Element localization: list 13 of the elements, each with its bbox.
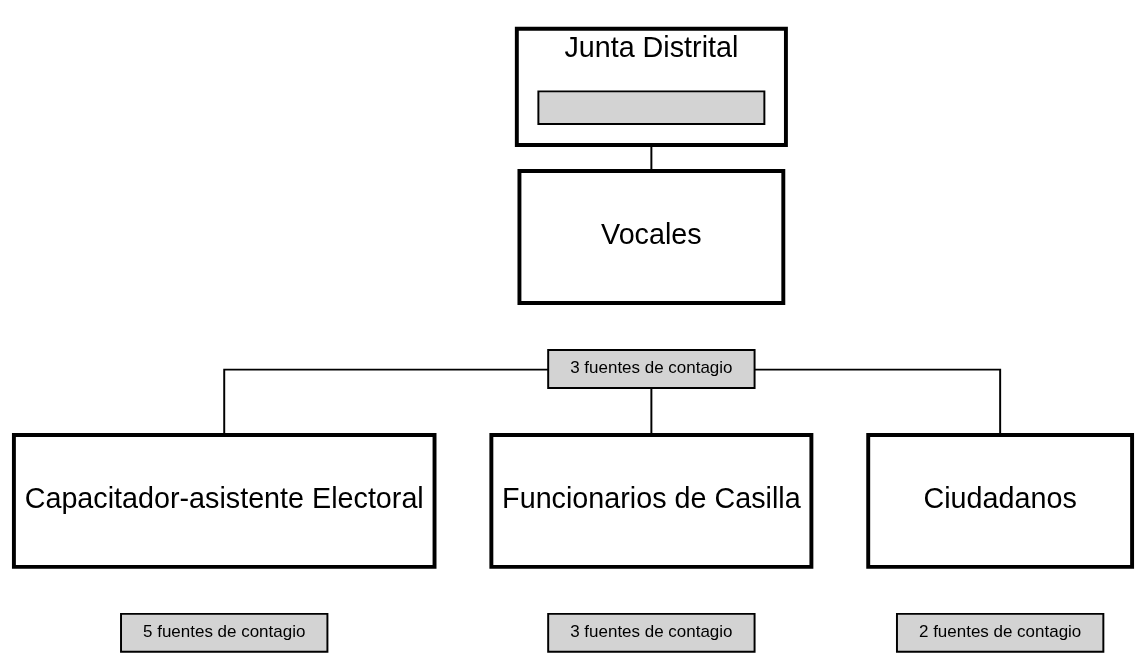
- connector: [223, 368, 549, 436]
- node-box: Ciudadanos: [866, 432, 1135, 569]
- connector: [650, 386, 653, 436]
- node-bar: [537, 89, 766, 125]
- node-box: 2 fuentes de contagio: [896, 612, 1105, 653]
- node-box: Capacitador-asistente Electoral: [11, 432, 437, 569]
- cluster: Junta Distrital: [514, 26, 788, 147]
- node-box: Vocales: [517, 168, 786, 305]
- node-box: 3 fuentes de contagio: [547, 348, 756, 389]
- node-box: 5 fuentes de contagio: [120, 612, 329, 653]
- node-box: 3 fuentes de contagio: [547, 612, 756, 653]
- connector: [753, 368, 1002, 436]
- node-box: Funcionarios de Casilla: [489, 432, 814, 569]
